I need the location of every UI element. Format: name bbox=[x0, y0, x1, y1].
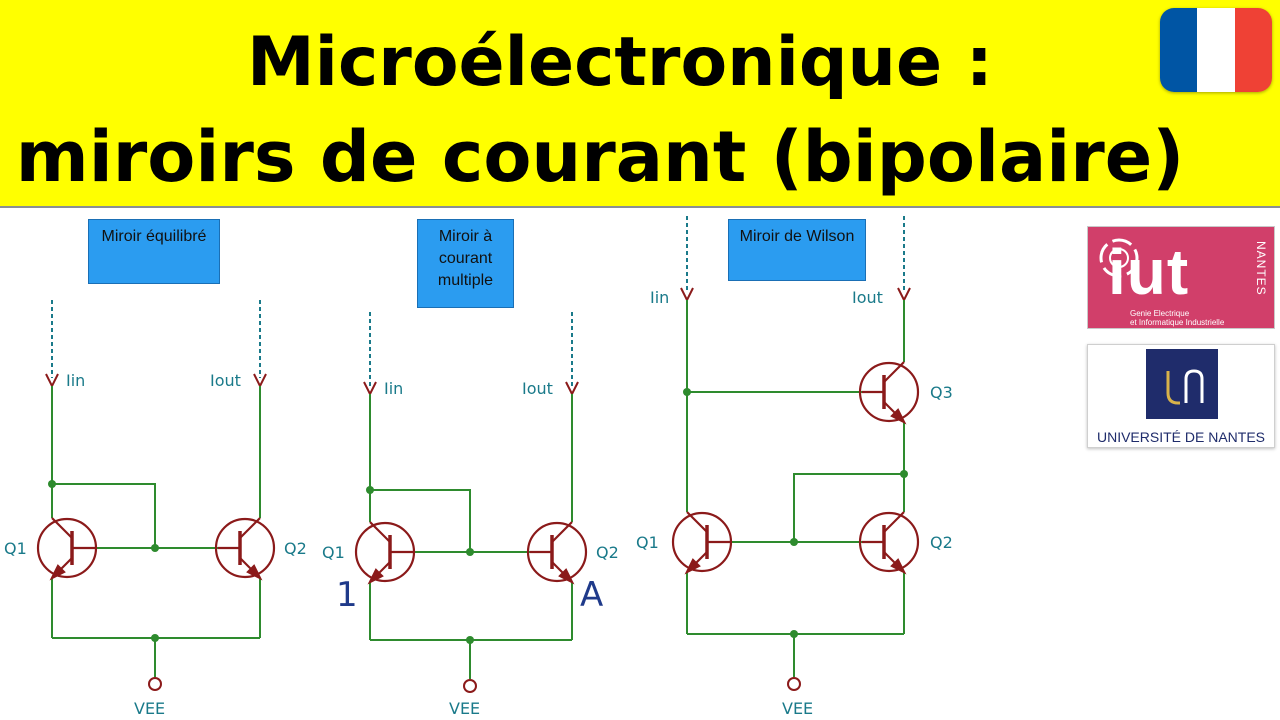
title-banner: Microélectronique : miroirs de courant (… bbox=[0, 0, 1280, 208]
q2-label-2: Q2 bbox=[596, 543, 619, 562]
ratio-label-a: A bbox=[580, 575, 603, 615]
circuit-multiple bbox=[363, 312, 579, 679]
iin-label-1: Iin bbox=[66, 371, 85, 390]
q1-label-2: Q1 bbox=[322, 543, 345, 562]
vee-label-2: VEE bbox=[449, 699, 480, 718]
circuit-balanced bbox=[45, 300, 267, 677]
q2-label-1: Q2 bbox=[284, 539, 307, 558]
un-logo-icon bbox=[1146, 349, 1218, 419]
iout-label-1: Iout bbox=[210, 371, 241, 390]
circuit-wilson-parts bbox=[671, 361, 920, 691]
iut-logo-nantes: NANTES bbox=[1254, 241, 1268, 296]
iut-swirl-icon bbox=[1099, 238, 1139, 278]
iut-logo-text: iut bbox=[1108, 236, 1190, 308]
circuit-wilson bbox=[680, 216, 911, 677]
ratio-label-1: 1 bbox=[336, 575, 358, 615]
q1-label-3: Q1 bbox=[636, 533, 659, 552]
page-title-line1: Microélectronique : bbox=[247, 23, 993, 102]
iin-label-3: Iin bbox=[650, 288, 669, 307]
vee-label-1: VEE bbox=[134, 699, 165, 718]
q3-label-3: Q3 bbox=[930, 383, 953, 402]
universite-nantes-text: UNIVERSITÉ DE NANTES bbox=[1096, 429, 1266, 445]
iut-logo-subtitle-2: et Informatique Industrielle bbox=[1130, 318, 1225, 327]
circuit-multiple-parts bbox=[354, 486, 588, 693]
french-flag-icon bbox=[1160, 8, 1272, 92]
q2-label-3: Q2 bbox=[930, 533, 953, 552]
circuit-balanced-parts bbox=[36, 480, 276, 691]
iut-nantes-logo: iut NANTES Genie Electrique et Informati… bbox=[1087, 226, 1275, 329]
page-title-line2: miroirs de courant (bipolaire) bbox=[15, 116, 1185, 198]
label-multiple-mirror: Miroir à courant multiple bbox=[417, 219, 514, 308]
iut-logo-subtitle-1: Genie Electrique bbox=[1130, 309, 1190, 318]
q1-label-1: Q1 bbox=[4, 539, 27, 558]
vee-label-3: VEE bbox=[782, 699, 813, 718]
iout-label-2: Iout bbox=[522, 379, 553, 398]
iout-label-3: Iout bbox=[852, 288, 883, 307]
universite-nantes-logo: UNIVERSITÉ DE NANTES bbox=[1087, 344, 1275, 448]
label-wilson-mirror: Miroir de Wilson bbox=[728, 219, 866, 281]
iin-label-2: Iin bbox=[384, 379, 403, 398]
label-balanced-mirror: Miroir équilibré bbox=[88, 219, 220, 284]
